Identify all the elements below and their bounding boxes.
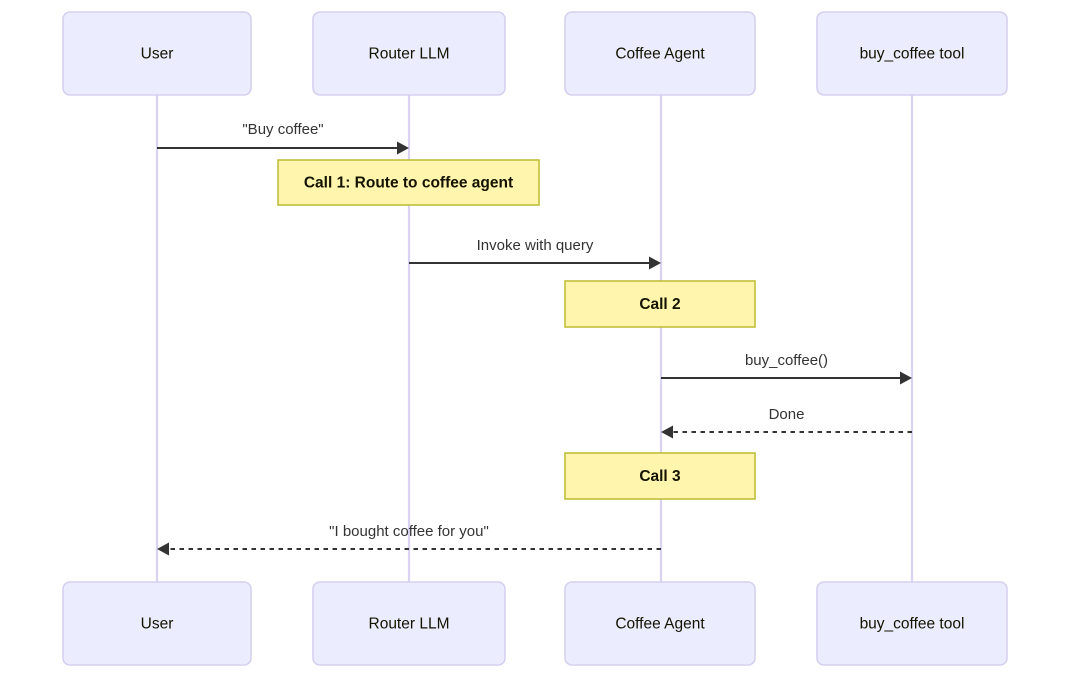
arrow-head-msg-buy-coffee bbox=[397, 141, 409, 155]
note-label-note-call-3: Call 3 bbox=[639, 468, 681, 485]
participant-label-user-bottom: User bbox=[141, 616, 174, 633]
message-msg-invoke-with-query[interactable]: Invoke with query bbox=[409, 237, 661, 270]
participant-box-agent-bottom[interactable] bbox=[564, 581, 756, 666]
note-note-call-3[interactable]: Call 3 bbox=[564, 452, 756, 500]
arrow-head-msg-buy-coffee-call bbox=[900, 371, 912, 385]
message-msg-done[interactable]: Done bbox=[661, 406, 912, 439]
note-label-note-call-1: Call 1: Route to coffee agent bbox=[304, 175, 513, 192]
message-msg-buy-coffee-call[interactable]: buy_coffee() bbox=[661, 352, 912, 385]
arrow-head-msg-bought-coffee bbox=[157, 542, 169, 556]
note-note-call-1[interactable]: Call 1: Route to coffee agent bbox=[277, 159, 540, 206]
note-box-note-call-2 bbox=[564, 280, 756, 328]
participant-label-user-top: User bbox=[141, 46, 174, 63]
participant-box-user-bottom[interactable] bbox=[62, 581, 252, 666]
participant-label-router-bottom: Router LLM bbox=[369, 616, 450, 633]
participant-label-agent-top: Coffee Agent bbox=[615, 46, 705, 63]
message-label-msg-bought-coffee: "I bought coffee for you" bbox=[329, 523, 489, 540]
participant-box-router-bottom[interactable] bbox=[312, 581, 506, 666]
message-label-msg-buy-coffee: "Buy coffee" bbox=[242, 121, 323, 138]
participant-label-agent-bottom: Coffee Agent bbox=[615, 616, 705, 633]
message-label-msg-buy-coffee-call: buy_coffee() bbox=[745, 352, 828, 369]
arrow-head-msg-done bbox=[661, 425, 673, 439]
messages-group: "Buy coffee" Invoke with query buy_coffee(… bbox=[157, 121, 912, 556]
participant-box-tool-top[interactable] bbox=[816, 11, 1008, 96]
participant-box-router-top[interactable] bbox=[312, 11, 506, 96]
note-note-call-2[interactable]: Call 2 bbox=[564, 280, 756, 328]
arrow-head-msg-invoke-with-query bbox=[649, 256, 661, 270]
note-label-note-call-2: Call 2 bbox=[639, 296, 680, 313]
participants-top-group: User Router LLM Coffee Agent buy_coffee too… bbox=[62, 11, 1008, 96]
participant-box-user-top[interactable] bbox=[62, 11, 252, 96]
participants-bottom-group: User Router LLM Coffee Agent buy_coffee too… bbox=[62, 581, 1008, 666]
note-box-note-call-3 bbox=[564, 452, 756, 500]
participant-box-tool-bottom[interactable] bbox=[816, 581, 1008, 666]
message-msg-buy-coffee[interactable]: "Buy coffee" bbox=[157, 121, 409, 155]
message-label-msg-done: Done bbox=[769, 406, 805, 423]
note-box-note-call-1 bbox=[277, 159, 540, 206]
participant-label-router-top: Router LLM bbox=[369, 46, 450, 63]
participant-box-agent-top[interactable] bbox=[564, 11, 756, 96]
message-msg-bought-coffee[interactable]: "I bought coffee for you" bbox=[157, 523, 661, 556]
participant-label-tool-bottom: buy_coffee tool bbox=[860, 616, 965, 633]
message-label-msg-invoke-with-query: Invoke with query bbox=[477, 237, 594, 254]
participant-label-tool-top: buy_coffee tool bbox=[860, 46, 965, 63]
